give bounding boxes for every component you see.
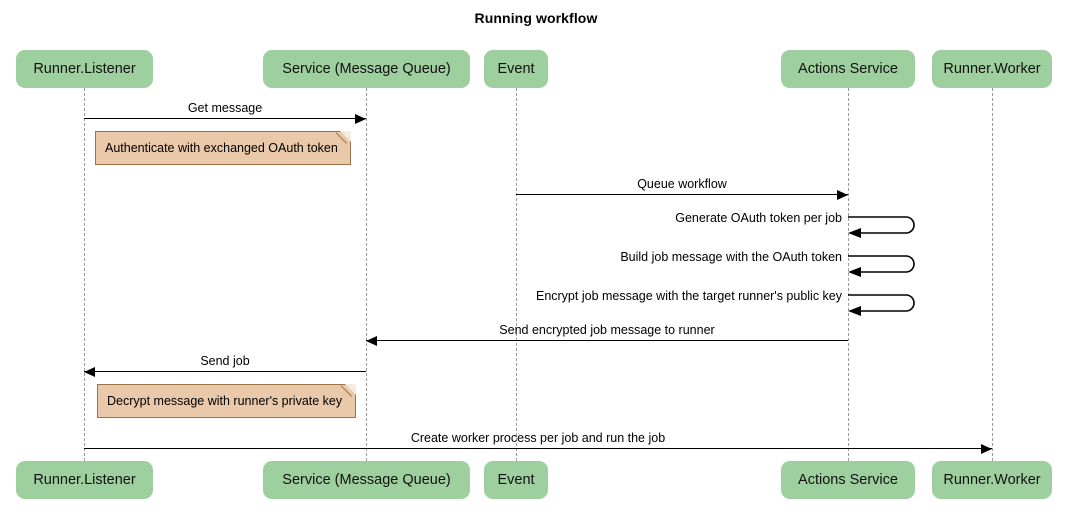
message-label-send-job: Send job [200, 354, 250, 368]
message-label-queue-workflow: Queue workflow [637, 177, 727, 191]
participant-service-message-queue-header[interactable]: Service (Message Queue) [263, 50, 470, 88]
participant-runner-listener-footer[interactable]: Runner.Listener [16, 461, 153, 499]
lifeline-runner-worker [992, 88, 993, 461]
participant-runner-listener-header[interactable]: Runner.Listener [16, 50, 153, 88]
note-fold-edge-icon [341, 384, 356, 399]
message-line-send-encrypted-job-message [366, 340, 848, 341]
note-fold-edge-icon [336, 131, 351, 146]
participant-label: Runner.Listener [33, 472, 136, 488]
self-call-label-encrypt-job-message: Encrypt job message with the target runn… [535, 289, 842, 303]
participant-actions-service-header[interactable]: Actions Service [781, 50, 915, 88]
participant-label: Service (Message Queue) [282, 61, 451, 77]
participant-label: Runner.Worker [943, 472, 1041, 488]
note-decrypt-note: Decrypt message with runner's private ke… [97, 384, 356, 418]
message-line-send-job [84, 371, 366, 372]
note-text: Authenticate with exchanged OAuth token [105, 141, 338, 155]
participant-label: Runner.Listener [33, 61, 136, 77]
participant-runner-worker-footer[interactable]: Runner.Worker [932, 461, 1052, 499]
participant-event-footer[interactable]: Event [484, 461, 548, 499]
arrowhead-create-worker-process [981, 443, 992, 454]
participant-event-header[interactable]: Event [484, 50, 548, 88]
arrowhead-get-message [355, 113, 366, 124]
participant-label: Runner.Worker [943, 61, 1041, 77]
participant-label: Service (Message Queue) [282, 472, 451, 488]
self-call-encrypt-job-message [848, 294, 928, 321]
message-label-send-encrypted-job-message: Send encrypted job message to runner [499, 323, 715, 337]
self-call-build-job-message [848, 255, 928, 282]
note-authenticate-note: Authenticate with exchanged OAuth token [95, 131, 351, 165]
lifeline-service-message-queue [366, 88, 367, 461]
message-line-get-message [84, 118, 366, 119]
participant-actions-service-footer[interactable]: Actions Service [781, 461, 915, 499]
participant-label: Actions Service [798, 61, 898, 77]
participant-service-message-queue-footer[interactable]: Service (Message Queue) [263, 461, 470, 499]
lifeline-event [516, 88, 517, 461]
arrowhead-send-encrypted-job-message [366, 335, 377, 346]
message-line-create-worker-process [84, 448, 992, 449]
note-text: Decrypt message with runner's private ke… [107, 394, 343, 408]
arrowhead-queue-workflow [837, 189, 848, 200]
participant-label: Event [497, 472, 535, 488]
participant-label: Event [497, 61, 535, 77]
page-title: Running workflow [474, 10, 598, 26]
participant-runner-worker-header[interactable]: Runner.Worker [932, 50, 1052, 88]
lifeline-runner-listener [84, 88, 85, 461]
participant-label: Actions Service [798, 472, 898, 488]
arrowhead-send-job [84, 366, 95, 377]
self-call-generate-oauth-token [848, 216, 928, 243]
message-line-queue-workflow [516, 194, 848, 195]
message-label-create-worker-process: Create worker process per job and run th… [410, 431, 666, 445]
lifeline-actions-service [848, 88, 849, 461]
self-call-label-build-job-message: Build job message with the OAuth token [620, 250, 842, 264]
message-label-get-message: Get message [187, 101, 263, 115]
self-call-label-generate-oauth-token: Generate OAuth token per job [675, 211, 842, 225]
